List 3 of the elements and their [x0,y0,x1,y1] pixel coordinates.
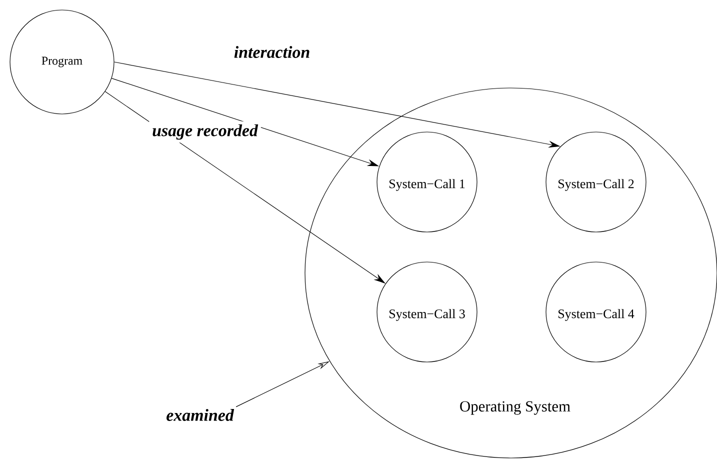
edge-label: usage recorded [149,121,261,143]
edge-label: interaction [230,43,314,61]
node-text: examined [166,409,234,421]
